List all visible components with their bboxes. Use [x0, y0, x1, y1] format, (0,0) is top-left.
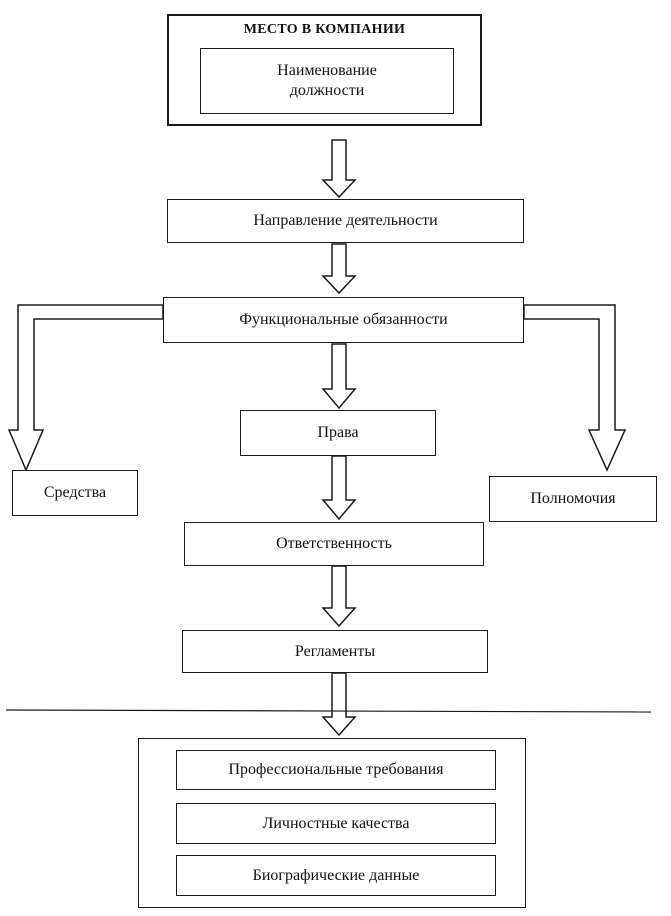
arrow-down-icon [321, 455, 357, 521]
arrow-down-icon [321, 672, 357, 737]
powers-label: Полномочия [530, 490, 616, 507]
personal-qualities-box: Личностные качества [176, 803, 496, 844]
resources-label: Средства [43, 484, 107, 501]
arrow-down-icon [321, 139, 357, 199]
resources-box: Средства [12, 470, 138, 516]
rights-label: Права [317, 424, 359, 441]
responsibility-label: Ответственность [276, 535, 392, 552]
biographical-data-label: Биографические данные [252, 866, 420, 884]
personal-qualities-label: Личностные качества [262, 814, 410, 832]
arrow-down-icon [321, 243, 357, 295]
regulations-label: Регламенты [294, 642, 376, 660]
position-name-box: Наименование должности [200, 48, 454, 114]
functional-duties-label: Функциональные обязанности [239, 311, 448, 328]
position-name-label: Наименование должности [277, 62, 377, 99]
functional-duties-box: Функциональные обязанности [163, 297, 524, 343]
activity-direction-box: Направление деятельности [167, 199, 524, 243]
arrow-down-icon [321, 565, 357, 628]
powers-box: Полномочия [489, 476, 657, 522]
arrow-left-branch-icon [7, 304, 164, 472]
rights-box: Права [240, 410, 436, 456]
company-place-title: МЕСТО В КОМПАНИИ [243, 22, 406, 37]
responsibility-box: Ответственность [184, 522, 484, 566]
arrow-right-branch-icon [523, 304, 627, 472]
separator-line [5, 709, 652, 713]
biographical-data-box: Биографические данные [176, 855, 496, 896]
professional-requirements-label: Профессиональные требования [228, 761, 444, 778]
professional-requirements-box: Профессиональные требования [176, 750, 496, 790]
activity-direction-label: Направление деятельности [253, 212, 438, 229]
regulations-box: Регламенты [182, 630, 488, 673]
arrow-down-icon [321, 343, 357, 410]
